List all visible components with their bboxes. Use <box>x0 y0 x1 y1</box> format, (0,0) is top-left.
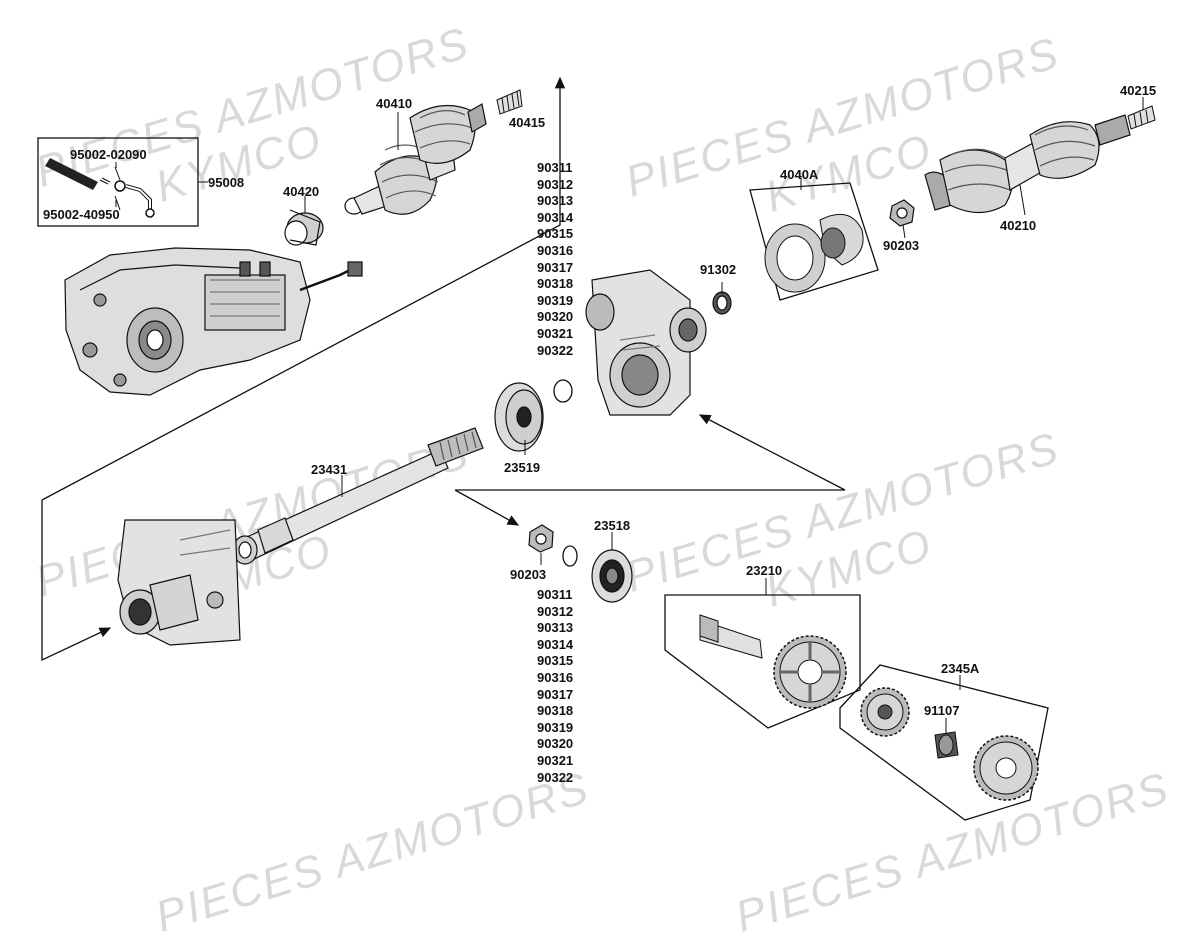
shim-part-number: 90313 <box>537 620 574 636</box>
shim-part-number: 90316 <box>537 669 574 685</box>
breather-hose-icon <box>45 158 155 218</box>
shim-part-number: 90318 <box>537 703 574 719</box>
part-number-label: 2345A <box>941 661 980 676</box>
part-number-label: 23210 <box>746 563 783 578</box>
part-number-label: 40415 <box>509 115 546 130</box>
part-number-label: 4040A <box>780 167 819 182</box>
kit-4040a-box <box>749 182 879 301</box>
oil-seal-icon <box>712 291 732 315</box>
shim-part-number: 90320 <box>537 309 574 325</box>
assembly-flow-lines <box>41 76 846 662</box>
nut-icon <box>528 524 554 553</box>
rear-gear-housing-icon <box>117 519 241 646</box>
exploded-parts-diagram <box>37 76 1156 821</box>
crankcase-half-icon <box>585 269 707 416</box>
shim-part-number: 90319 <box>537 292 574 308</box>
part-number-label: 23431 <box>311 462 348 477</box>
shim-part-number: 90319 <box>537 719 574 735</box>
shim-part-number: 90316 <box>537 242 574 258</box>
part-number-label: 40210 <box>1000 218 1037 233</box>
shim-part-number: 90320 <box>537 736 574 752</box>
part-number-label: 91302 <box>700 262 737 277</box>
shim-part-number: 90322 <box>537 769 574 785</box>
part-number-label: 90203 <box>510 567 547 582</box>
part-number-label: 40410 <box>376 96 413 111</box>
shim-part-number: 90311 <box>537 587 573 602</box>
shim-part-number: 90317 <box>537 259 574 275</box>
shim-part-number: 90322 <box>537 342 574 358</box>
part-number-label: 90203 <box>883 238 920 253</box>
cv-drive-shaft-icon <box>924 114 1131 214</box>
shim-part-number: 90314 <box>537 209 574 225</box>
transmission-housing-icon <box>64 247 363 396</box>
shim-part-number: 90312 <box>537 603 574 619</box>
shim-part-number: 90321 <box>537 325 574 341</box>
spring-icon <box>1127 105 1156 130</box>
boot-seal-icon <box>284 209 324 246</box>
shim-part-number: 90311 <box>537 160 573 175</box>
drive-shaft-23431-icon <box>232 427 484 565</box>
bearing-icon <box>591 549 633 603</box>
part-number-label: 95002-40950 <box>43 207 120 222</box>
shim-part-number: 90312 <box>537 176 574 192</box>
part-number-label: 23518 <box>594 518 631 533</box>
part-number-label: 40215 <box>1120 83 1157 98</box>
kit-23210-box <box>664 594 861 729</box>
spring-icon <box>496 89 523 115</box>
shim-washer-icon <box>553 379 573 403</box>
part-number-label: 95002-02090 <box>70 147 147 162</box>
bearing-washer-icon <box>494 382 544 452</box>
kit-2345a-box <box>839 664 1049 821</box>
leader-lines <box>115 97 1144 733</box>
shim-part-number: 90321 <box>537 752 574 768</box>
shim-part-number: 90313 <box>537 193 574 209</box>
kit-95008-box <box>37 137 208 227</box>
shim-part-number: 90318 <box>537 276 574 292</box>
part-number-label: 40420 <box>283 184 320 199</box>
part-number-label: 95008 <box>208 175 245 190</box>
cv-drive-shaft-icon <box>344 103 487 215</box>
shim-part-number: 90315 <box>537 653 574 669</box>
part-number-label: 91107 <box>924 703 960 718</box>
shim-part-number: 90317 <box>537 686 574 702</box>
shim-washer-icon <box>562 545 578 567</box>
nut-icon <box>889 199 915 227</box>
shim-part-number: 90315 <box>537 226 574 242</box>
part-number-label: 23519 <box>504 460 541 475</box>
shim-part-number: 90314 <box>537 636 574 652</box>
